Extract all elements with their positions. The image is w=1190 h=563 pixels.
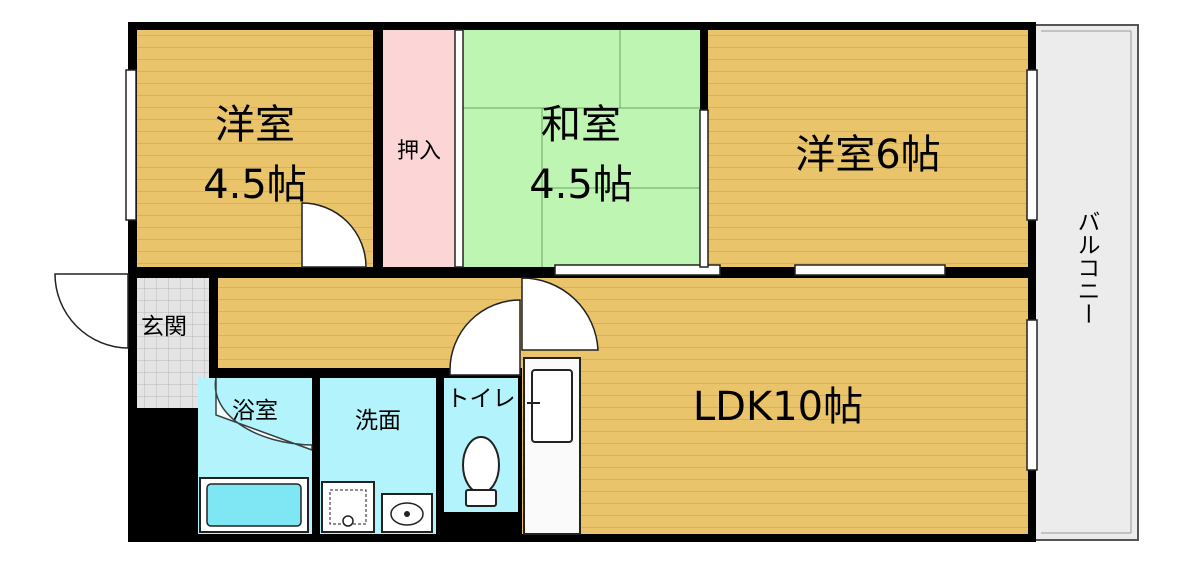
closet-floor	[383, 30, 455, 267]
door-swings	[214, 202, 599, 452]
windows	[125, 29, 1038, 471]
western-room-2-label: 洋室6帖	[795, 132, 940, 178]
ldk-label: LDK10帖	[693, 384, 863, 430]
japanese-room-floor	[462, 30, 700, 267]
balcony-label: バルコニー	[1073, 210, 1100, 325]
bathroom-label: 浴室	[232, 398, 278, 424]
japanese-room-name: 和室	[541, 102, 621, 148]
ldk-floor	[522, 278, 1028, 534]
entrance-floor	[137, 278, 209, 408]
western-room-1-size: 4.5帖	[203, 162, 307, 208]
entrance-door-swing	[54, 273, 129, 349]
japanese-room-size: 4.5帖	[529, 162, 633, 208]
toilet-label: トイレ	[447, 386, 516, 412]
kitchen-sink	[531, 369, 573, 443]
western-room-2-floor	[708, 30, 1028, 267]
western-room-1-name: 洋室	[215, 102, 295, 148]
closet-label: 押入	[397, 139, 441, 164]
toilet-fixture	[462, 436, 500, 507]
balcony-area	[1034, 24, 1139, 541]
entrance-label: 玄関	[141, 314, 187, 340]
tatami-lines	[462, 30, 700, 267]
washroom-label: 洗面	[355, 408, 401, 434]
